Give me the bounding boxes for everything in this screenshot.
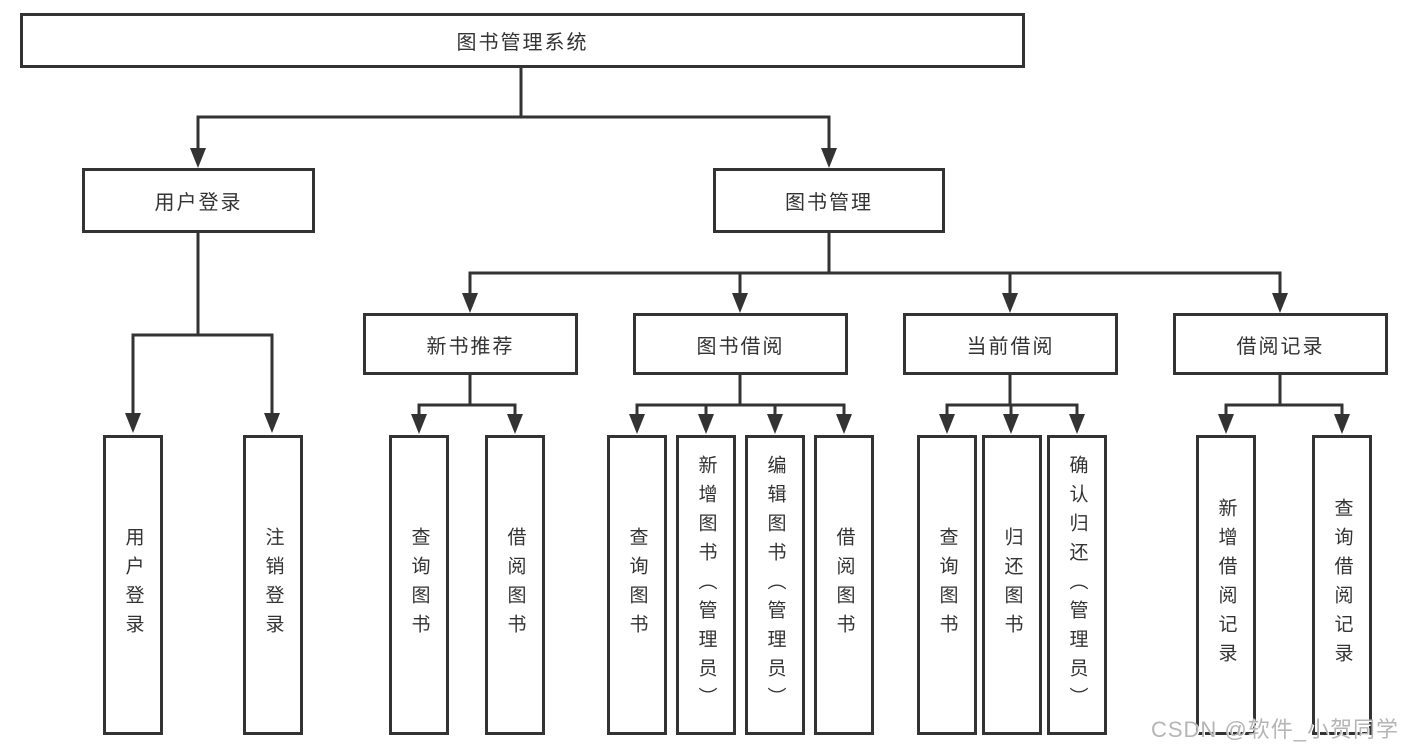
node-user-login-label: 用户登录: [154, 192, 243, 214]
leaf-rec-query-books-label: 查询图书: [408, 527, 430, 643]
leaf-records-query-record: 查询借阅记录: [1312, 435, 1372, 735]
node-current-borrow-label: 当前借阅: [966, 335, 1055, 358]
leaf-borrow-borrow-books-label: 借阅图书: [833, 527, 855, 643]
leaf-records-add-record: 新增借阅记录: [1196, 435, 1256, 735]
leaf-current-confirm-return-admin: 确认归还（管理员）: [1047, 435, 1107, 735]
node-root: 图书管理系统: [20, 13, 1025, 68]
leaf-borrow-borrow-books: 借阅图书: [814, 435, 874, 735]
leaf-user-login-label: 用户登录: [122, 527, 144, 643]
node-current-borrow: 当前借阅: [903, 313, 1118, 375]
node-user-login: 用户登录: [82, 168, 315, 233]
node-book-management-label: 图书管理: [785, 192, 873, 214]
leaf-borrow-add-books-admin-label: 新增图书（管理员）: [695, 454, 717, 716]
leaf-borrow-query-books-label: 查询图书: [626, 527, 648, 643]
node-book-borrow: 图书借阅: [633, 313, 848, 375]
node-new-book-recommend-label: 新书推荐: [426, 335, 515, 358]
leaf-borrow-query-books: 查询图书: [607, 435, 667, 735]
node-borrow-records-label: 借阅记录: [1236, 335, 1325, 358]
node-root-label: 图书管理系统: [456, 32, 589, 54]
leaf-records-add-record-label: 新增借阅记录: [1215, 498, 1237, 672]
node-borrow-records: 借阅记录: [1173, 313, 1388, 375]
node-book-borrow-label: 图书借阅: [696, 335, 785, 358]
leaf-rec-borrow-books: 借阅图书: [485, 435, 545, 735]
leaf-rec-query-books: 查询图书: [389, 435, 449, 735]
node-book-management: 图书管理: [713, 168, 945, 233]
leaf-records-query-record-label: 查询借阅记录: [1331, 498, 1353, 672]
leaf-borrow-add-books-admin: 新增图书（管理员）: [676, 435, 736, 735]
watermark-text: CSDN @软件_小贺同学: [1150, 717, 1399, 742]
leaf-user-login: 用户登录: [103, 435, 163, 735]
leaf-current-return-books-label: 归还图书: [1001, 527, 1023, 643]
leaf-current-confirm-return-admin-label: 确认归还（管理员）: [1066, 454, 1088, 716]
leaf-borrow-edit-books-admin-label: 编辑图书（管理员）: [764, 454, 786, 716]
leaf-rec-borrow-books-label: 借阅图书: [504, 527, 526, 643]
leaf-current-return-books: 归还图书: [982, 435, 1042, 735]
leaf-current-query-books-label: 查询图书: [936, 527, 958, 643]
node-new-book-recommend: 新书推荐: [363, 313, 578, 375]
leaf-borrow-edit-books-admin: 编辑图书（管理员）: [745, 435, 805, 735]
leaf-logout: 注销登录: [243, 435, 303, 735]
leaf-current-query-books: 查询图书: [917, 435, 977, 735]
leaf-logout-label: 注销登录: [262, 527, 284, 643]
arrowheads: [125, 148, 1350, 434]
